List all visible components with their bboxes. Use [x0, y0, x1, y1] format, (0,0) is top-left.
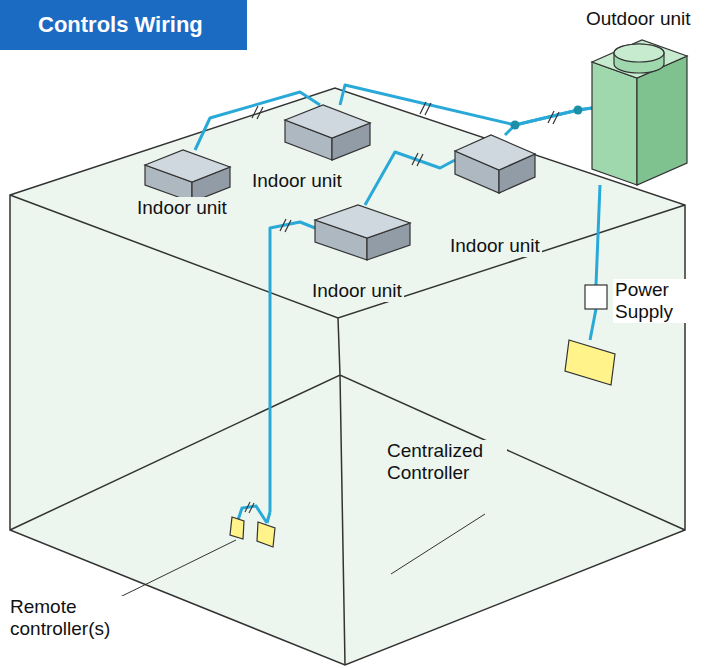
node-label: Power Supply [613, 279, 689, 323]
title-banner: Controls Wiring [0, 0, 247, 50]
room-edges [10, 195, 685, 665]
node-label: Outdoor unit [584, 8, 693, 30]
room-outline [10, 88, 685, 665]
leader-line [118, 540, 236, 598]
wire-slash-marks [252, 102, 559, 232]
node-shape [315, 205, 410, 260]
node-label: Centralized Controller [385, 440, 507, 484]
box-face [592, 62, 637, 185]
control-wire [365, 152, 455, 205]
control-wire [596, 185, 600, 285]
junction-dots [511, 106, 583, 130]
control-wire [340, 85, 592, 125]
node-label: Indoor unit [250, 170, 344, 192]
indoor-unit: Indoor unit [455, 135, 535, 193]
box-face [592, 40, 687, 78]
slash-mark [420, 102, 431, 115]
slash-mark [280, 219, 291, 232]
node-shape [585, 285, 607, 309]
fan-housing [614, 44, 664, 73]
outdoor-unit: Outdoor unit [592, 40, 687, 185]
node-label: Indoor unit [448, 235, 542, 257]
slash-mark [245, 502, 254, 513]
control-wire [590, 309, 596, 340]
node-shape [592, 40, 687, 185]
controller-panel [565, 340, 615, 385]
centralized-controller: Centralized Controller [565, 340, 615, 385]
node-shape [565, 340, 615, 385]
junction-dot [511, 121, 520, 130]
remote-controller [257, 522, 275, 547]
slash-mark [548, 111, 559, 124]
junction-dot [574, 106, 583, 115]
node-shape [230, 512, 285, 547]
slash-mark [412, 153, 423, 166]
indoor-unit: Indoor unit [315, 205, 410, 260]
remote-controller [230, 517, 244, 539]
indoor-unit: Indoor unit [285, 105, 370, 160]
box-face [455, 135, 535, 170]
connector-group [195, 85, 600, 512]
leader-line [391, 514, 485, 574]
slash-mark [252, 106, 263, 119]
power-supply: Power Supply [585, 285, 607, 309]
remote-controllers: Remote controller(s) [230, 512, 285, 547]
indoor-unit: Indoor unit [145, 150, 230, 202]
node-label: Remote controller(s) [8, 596, 162, 640]
node-shape [285, 105, 370, 160]
box-face [285, 105, 370, 138]
node-label: Indoor unit [310, 280, 404, 302]
box-face [145, 150, 230, 182]
fan-top [614, 44, 664, 62]
node-shape [455, 135, 535, 193]
power-supply-box [585, 285, 607, 309]
node-shape [145, 150, 230, 202]
control-wire [270, 222, 315, 512]
node-label: Indoor unit [135, 197, 229, 219]
box-face [315, 205, 410, 238]
